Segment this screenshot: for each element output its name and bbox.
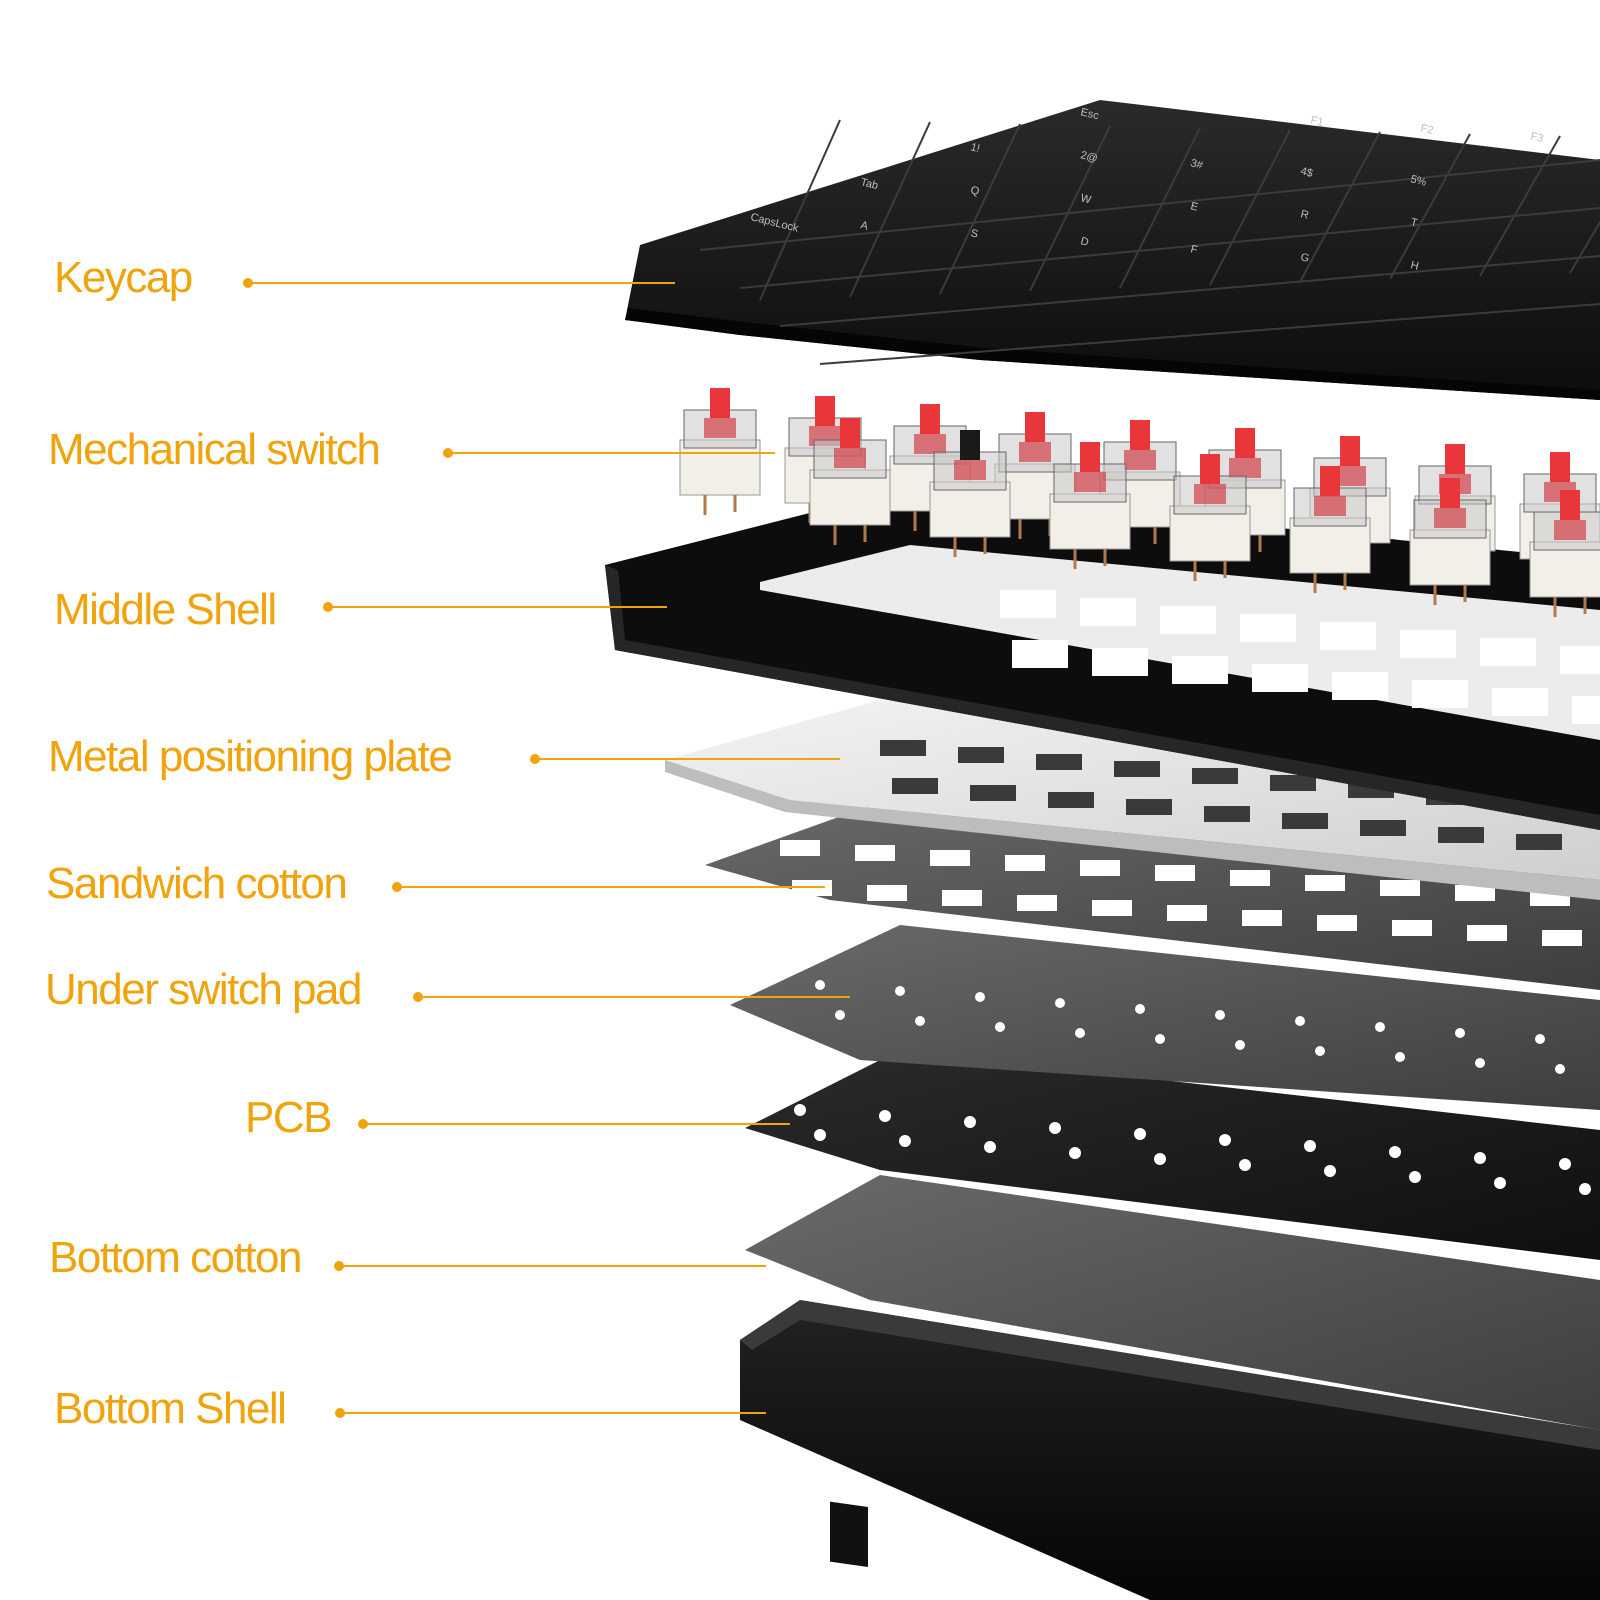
label-sandwich-cotton: Sandwich cotton <box>46 859 348 908</box>
middle-shell-layer <box>605 490 1600 830</box>
leader-mechanical-switch <box>443 448 775 458</box>
leader-keycap <box>243 278 675 288</box>
leader-bottom-shell <box>335 1408 766 1418</box>
leader-lines <box>243 278 850 1418</box>
keycap-legend: F1 <box>1309 114 1324 129</box>
leader-sandwich-cotton <box>392 882 825 892</box>
leader-metal-plate <box>530 754 840 764</box>
keycap-legend: F <box>1189 243 1199 256</box>
switch <box>679 388 761 515</box>
label-bottom-shell: Bottom Shell <box>54 1384 287 1433</box>
keycap-legend: 3# <box>1189 157 1205 172</box>
mechanical-switch-layer <box>679 388 1600 617</box>
label-metal-positioning-plate: Metal positioning plate <box>48 732 453 781</box>
leader-middle-shell <box>323 602 667 612</box>
keycap-legend: R <box>1299 208 1310 222</box>
switch <box>809 418 891 545</box>
keycap-legend: Tab <box>859 176 879 192</box>
leader-bottom-cotton <box>334 1261 766 1271</box>
label-pcb: PCB <box>245 1093 332 1142</box>
metal-plate-layer <box>665 700 1600 900</box>
keycap-legend: 4$ <box>1299 165 1314 180</box>
switch <box>1289 466 1371 593</box>
keycap-legend: F3 <box>1529 130 1544 145</box>
keycap-legend: Q <box>969 184 981 198</box>
switch <box>1049 442 1131 569</box>
switch <box>1169 454 1251 581</box>
keycap-legend: G <box>1299 251 1310 265</box>
keycap-legend: F2 <box>1419 122 1434 137</box>
label-mechanical-switch: Mechanical switch <box>48 425 381 474</box>
leader-pcb <box>358 1119 790 1129</box>
bottom-cotton-layer <box>745 1175 1600 1430</box>
keycap-legend: 1! <box>969 141 981 155</box>
label-bottom-cotton: Bottom cotton <box>49 1233 302 1282</box>
keycap-legend: 2@ <box>1079 149 1099 165</box>
under-switch-pad-layer <box>730 925 1600 1110</box>
switch <box>1529 490 1600 617</box>
leader-under-switch-pad <box>413 992 850 1002</box>
keycap-legend: E <box>1189 200 1199 213</box>
bottom-shell-layer <box>740 1300 1600 1600</box>
keycap-legend: T <box>1409 216 1419 229</box>
pcb-layer <box>745 1050 1600 1260</box>
keycap-legend: D <box>1079 235 1090 249</box>
keycap-legend: A <box>859 219 870 233</box>
keycap-legend: S <box>969 227 979 240</box>
switch <box>929 430 1011 557</box>
keycap-legend: W <box>1079 192 1093 206</box>
label-under-switch-pad: Under switch pad <box>45 965 362 1014</box>
keycap-legend: Esc <box>1079 106 1100 122</box>
switch <box>1409 478 1491 605</box>
keycap-legend: 5% <box>1409 173 1428 189</box>
label-middle-shell: Middle Shell <box>54 585 277 634</box>
label-keycap: Keycap <box>54 253 193 302</box>
keycap-legend: H <box>1409 259 1420 273</box>
